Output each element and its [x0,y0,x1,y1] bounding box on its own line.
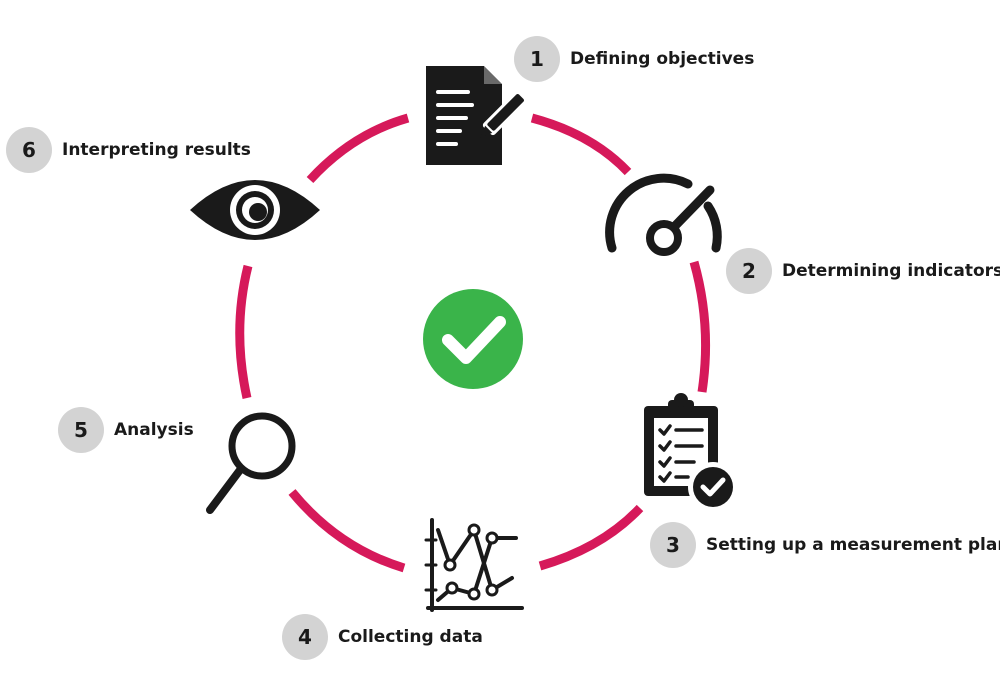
ring-segment-2-3 [689,260,711,393]
step-number-badge: 2 [726,248,772,294]
step-number-badge: 1 [514,36,560,82]
step-5: 5 Analysis [58,407,194,453]
step-2: 2 Determining indicators [726,248,1000,294]
step-6: 6 Interpreting results [6,127,251,173]
clipboard-checklist-icon [644,393,738,512]
gauge-icon [605,173,722,256]
check-circle-icon [423,289,523,389]
step-number-badge: 6 [6,127,52,173]
ring-segment-6-1 [306,113,410,184]
step-label: Analysis [114,420,194,440]
cycle-ring [235,113,711,573]
step-1: 1 Defining objectives [514,36,754,82]
step-number-badge: 4 [282,614,328,660]
step-label: Defining objectives [570,49,755,69]
step-3: 3 Setting up a measurement plan [650,522,1000,568]
ring-segment-1-2 [530,113,632,176]
step-label: Determining indicators [782,261,1000,281]
ring-segment-5-6 [235,264,253,399]
step-number-badge: 3 [650,522,696,568]
step-number-badge: 5 [58,407,104,453]
step-label: Interpreting results [62,140,251,160]
eye-icon [190,180,320,240]
document-pen-icon [426,66,529,165]
ring-segment-4-5 [288,489,406,573]
step-label: Setting up a measurement plan [706,535,1000,555]
step-4: 4 Collecting data [282,614,483,660]
line-chart-icon [424,518,524,612]
step-label: Collecting data [338,627,483,647]
ring-segment-3-4 [538,504,644,571]
magnifier-icon [206,412,296,514]
